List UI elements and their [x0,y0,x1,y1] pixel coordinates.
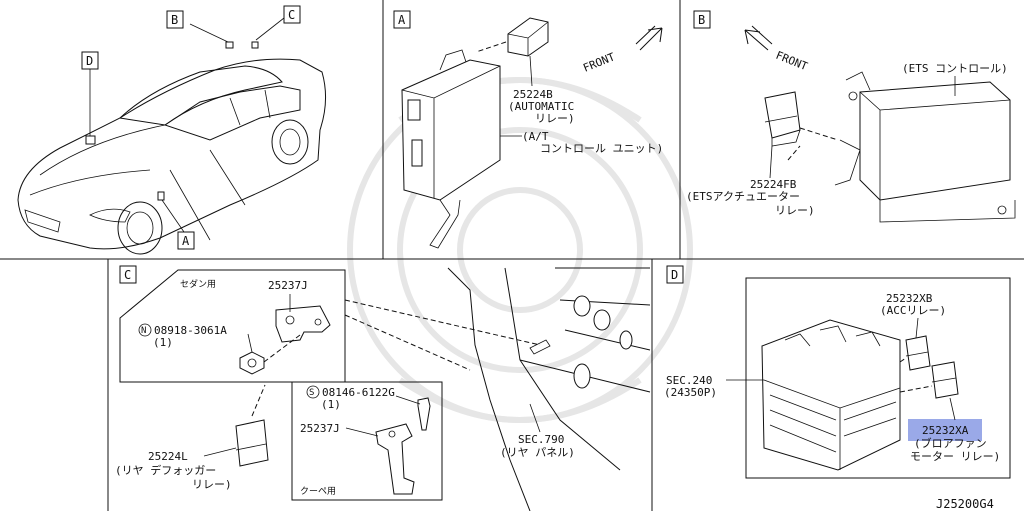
car-callout-c: C [283,5,301,24]
sedan-subpanel [119,269,346,383]
car-overview [17,17,326,255]
panel-b-front-label: FRONT [774,49,810,74]
rear-defogger-relay-desc: (リヤ デフォッガー [115,463,216,477]
panel-a: A FRONT 25224B (AUTOMATIC リレー) (A/T コントロ… [393,10,663,249]
screw-circle-letter: S [309,388,314,398]
sec-790-desc: (リヤ パネル) [500,446,575,459]
panel-c: C セダン用 クーペ用 25237J N 08918-3061A (1) 252… [115,265,651,511]
coupe-label: クーペ用 [300,486,336,497]
screw-part-no: 08146-6122G [322,386,395,399]
part-25224fb-desc2: リレー) [775,204,815,217]
relay-25232xa-desc: (ブロアファン [914,436,987,450]
automatic-relay [507,17,549,57]
front-arrow-a [635,25,663,51]
car-callout-b-label: B [171,13,178,27]
panel-a-front-label: FRONT [581,50,617,75]
flange-nut [239,351,265,375]
nut-circle-letter: N [141,326,146,336]
ets-unit-label: (ETS コントロール) [902,62,1008,75]
part-25224b-no: 25224B [513,88,553,101]
part-25224fb-desc: (ETSアクチュエーター [686,190,800,203]
rear-defogger-relay-desc2: リレー) [192,478,232,491]
sec-240-desc: (24350P) [664,386,717,399]
sedan-bracket [275,305,331,343]
nut-qty: (1) [153,336,173,349]
screw-qty: (1) [321,398,341,411]
car-callout-a-label: A [182,234,190,248]
sec-790-no: SEC.790 [518,433,564,446]
car-callout-a: A [177,231,195,250]
nut-part-no: 08918-3061A [154,324,227,337]
rear-defogger-relay-no: 25224L [148,450,188,463]
coupe-bracket [375,423,415,495]
watermark-emblem [347,77,693,423]
panel-d: D 25232XB (ACCリレー) 25232XA (ブロアファン モーター … [664,265,1011,479]
rear-defogger-relay [235,419,269,467]
rear-panel-structure [447,267,651,511]
part-25224fb-no: 25224FB [750,178,797,191]
relay-25232xb-desc: (ACCリレー) [880,304,946,317]
relay-25232xb-no: 25232XB [886,292,933,305]
part-at-unit-no: (A/T [522,130,549,143]
front-arrow-b [744,25,773,51]
panel-a-tag: A [398,13,406,27]
panel-d-tag: D [671,268,678,282]
part-25224b-desc: (AUTOMATIC [508,100,574,113]
coupe-subpanel [291,381,443,501]
fuse-block [761,319,901,471]
part-at-unit-desc: コントロール ユニット) [540,142,663,155]
car-callout-d: D [81,51,99,70]
panel-c-tag: C [124,268,131,282]
part-25224b-desc2: リレー) [535,112,575,125]
car-callout-b: B [166,10,184,29]
at-control-unit [401,59,501,201]
panel-b-tag: B [698,13,705,27]
car-callout-d-label: D [86,54,93,68]
car-callout-c-label: C [288,8,295,22]
sedan-bracket-no: 25237J [268,279,308,292]
diagram-id: J25200G4 [936,497,994,511]
sec-240-no: SEC.240 [666,374,712,387]
acc-relay [905,335,931,371]
ets-actuator-relay [764,91,801,139]
relay-25232xa-no: 25232XA [922,424,969,437]
relay-25232xa-desc2: モーター リレー) [910,450,1000,463]
coupe-bracket-no: 25237J [300,422,340,435]
fuse-box-detail-frame [745,277,1011,479]
sedan-label: セダン用 [180,278,216,290]
panel-b: B FRONT (ETS コントロール) 25224FB (ETSアクチュエータ… [686,10,1016,223]
ets-control-unit [859,81,1011,201]
highlight-25232xa [908,419,982,441]
tapping-screw [417,397,431,431]
